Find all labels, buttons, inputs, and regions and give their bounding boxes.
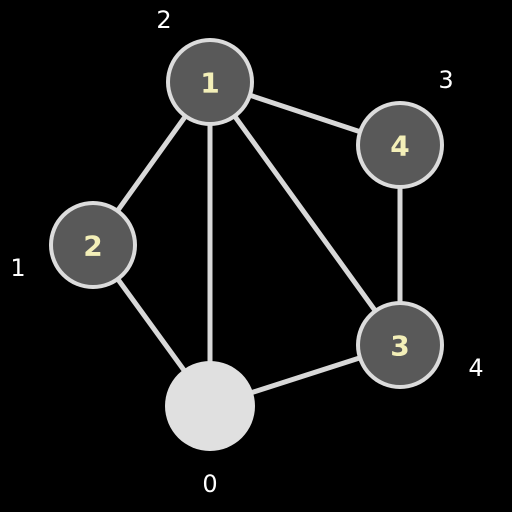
nodes-layer: 1 4 2 3 (49, 38, 444, 451)
node-fill (53, 205, 133, 285)
node-outer-label: 4 (468, 354, 483, 382)
node-d[interactable]: 3 (356, 301, 444, 389)
edges-layer (90, 79, 403, 409)
node-number: 2 (83, 230, 102, 263)
node-number: 4 (390, 130, 409, 163)
node-outer-label: 3 (438, 66, 453, 94)
node-c[interactable]: 2 (49, 201, 137, 289)
node-outer-label: 1 (10, 254, 25, 282)
node-outer-label: 0 (202, 470, 217, 498)
node-outer-label: 2 (156, 6, 171, 34)
node-a[interactable]: 1 (166, 38, 254, 126)
node-number: 1 (200, 67, 219, 100)
node-b[interactable]: 4 (356, 101, 444, 189)
node-empty-disc (165, 361, 255, 451)
node-fill (170, 42, 250, 122)
node-e[interactable] (165, 361, 255, 451)
labels-layer: 2 3 1 4 0 (10, 6, 483, 498)
node-fill (360, 105, 440, 185)
node-fill (360, 305, 440, 385)
edge-a-d (207, 80, 403, 347)
node-number: 3 (390, 330, 409, 363)
